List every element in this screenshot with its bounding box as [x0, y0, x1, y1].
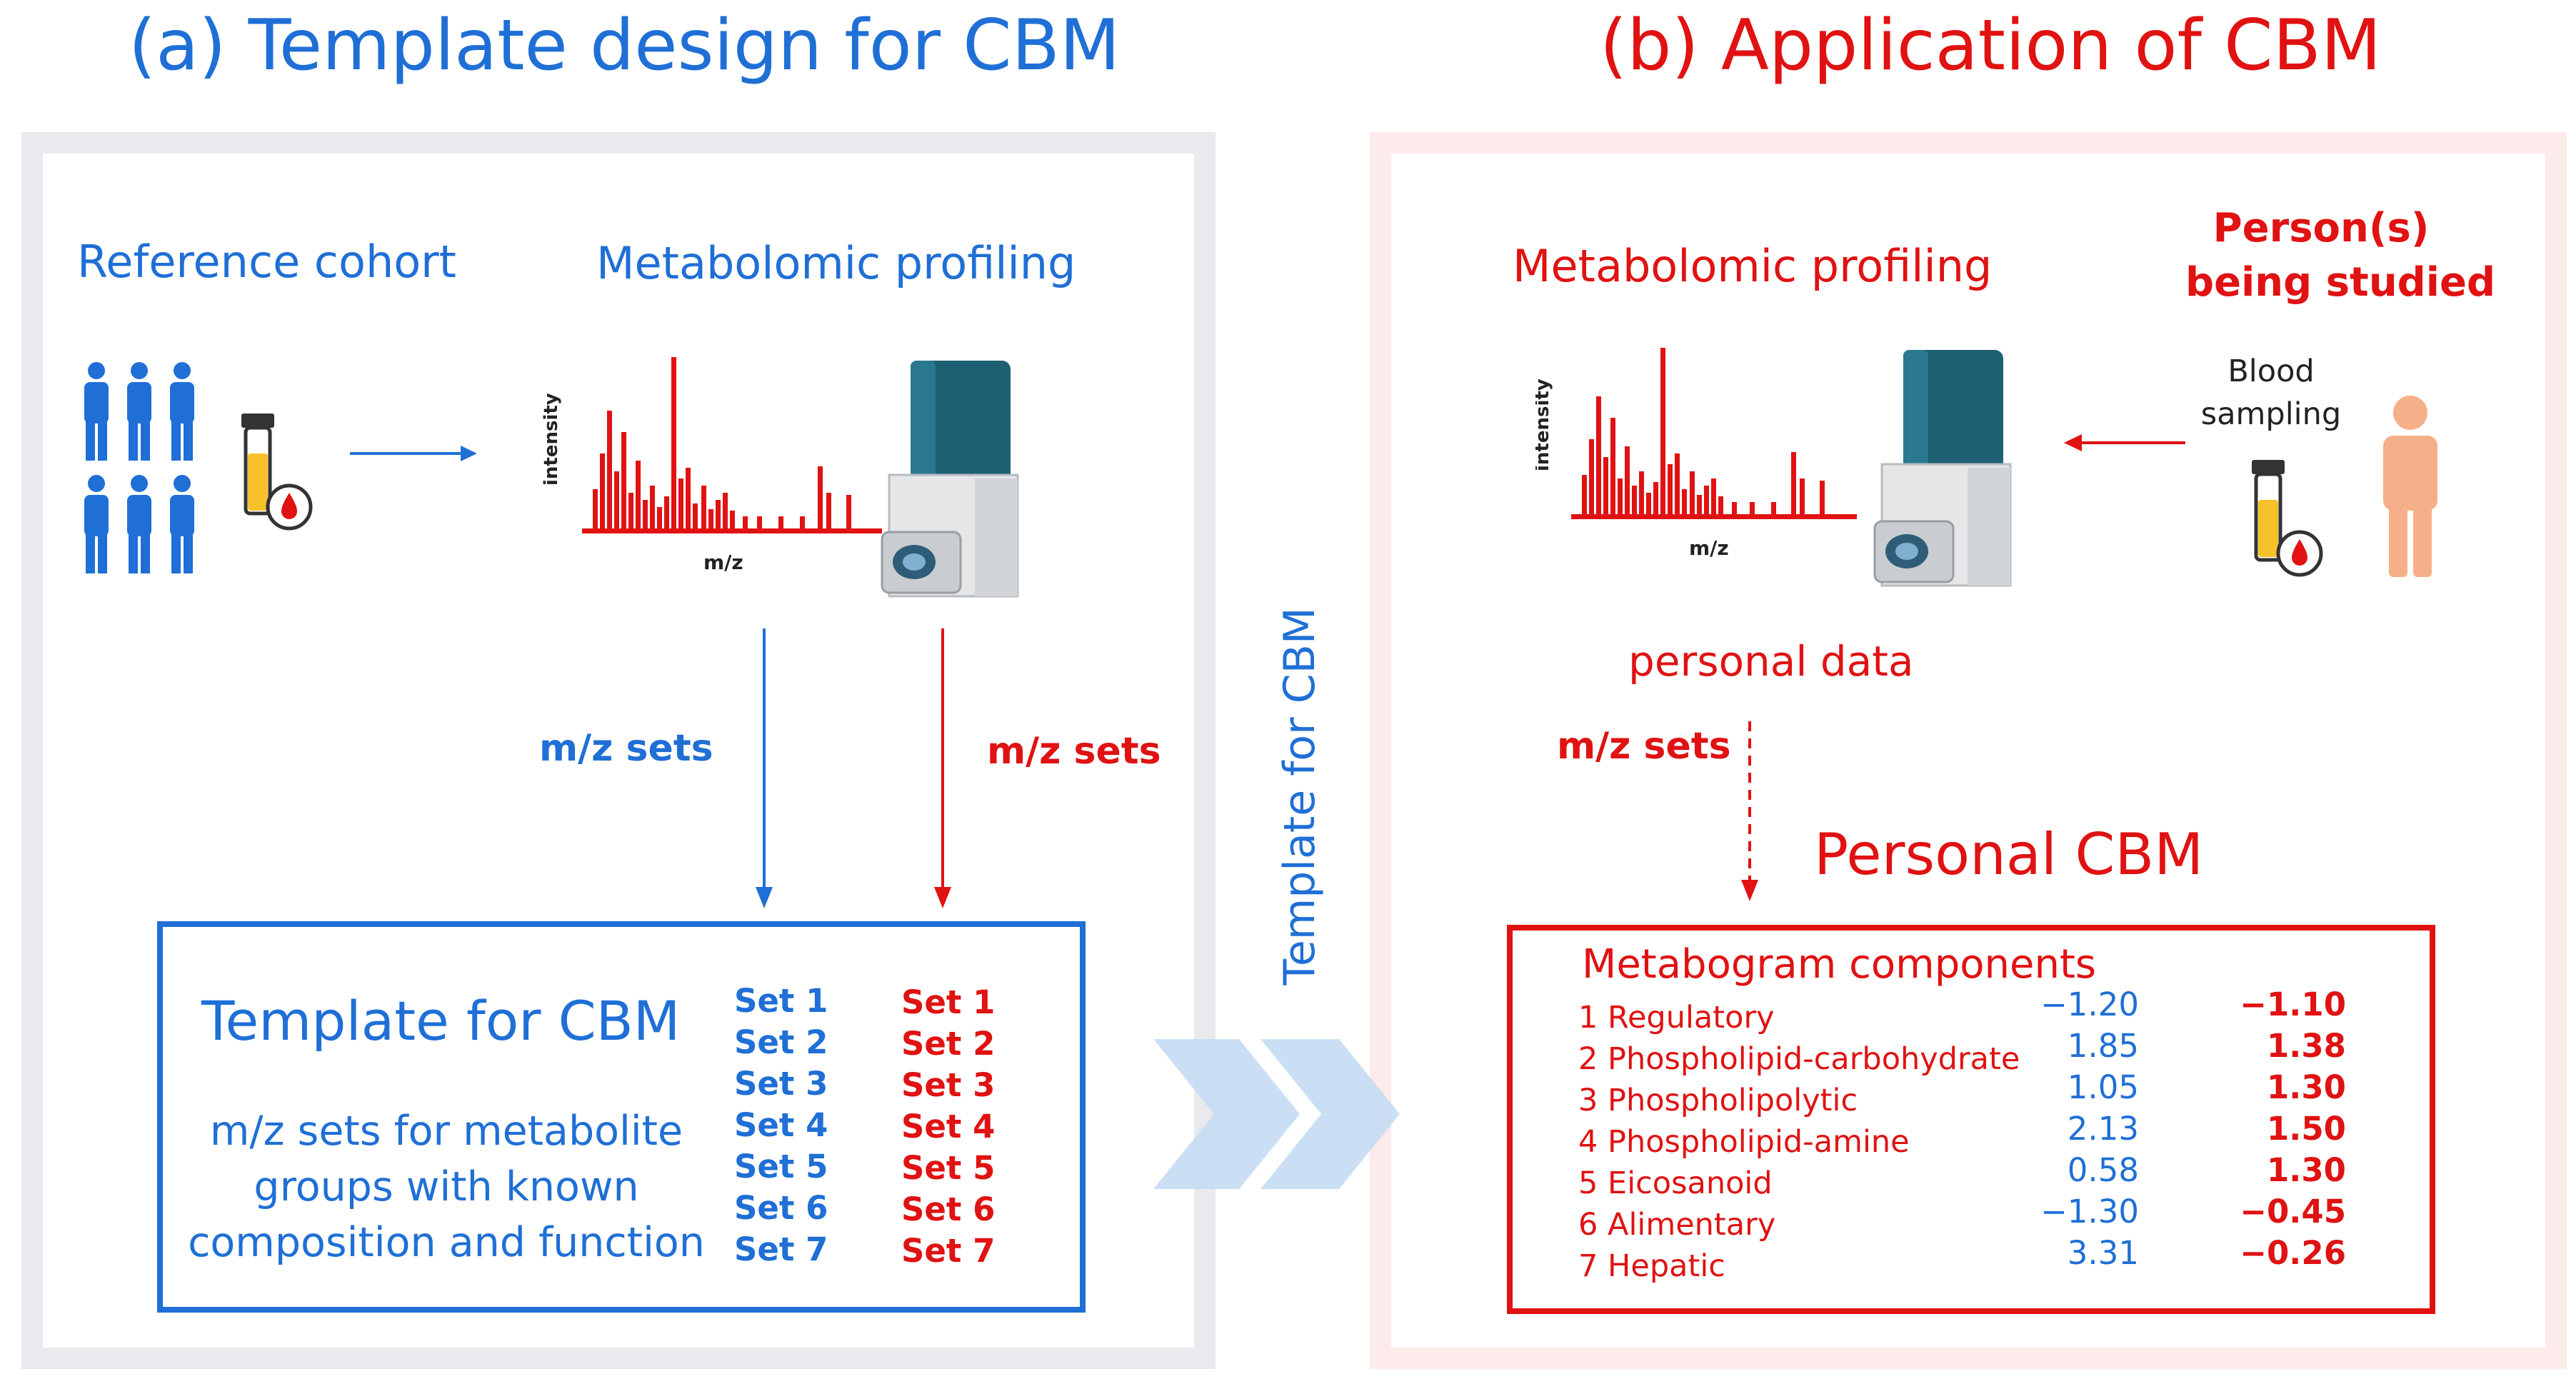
chevron-double-icon — [1153, 1039, 1400, 1189]
template-title: Template for CBM — [201, 989, 681, 1053]
blue-down-arrow — [756, 628, 773, 908]
mass-spectrum-a: intensity m/z — [543, 357, 882, 574]
reference-cohort-label: Reference cohort — [77, 236, 456, 288]
value-person-2: 1.30 — [2266, 1151, 2346, 1189]
set-item: Set 3 — [901, 1066, 996, 1104]
personal-data-label: personal data — [1628, 637, 1914, 686]
component-label: 1 Regulatory — [1578, 1000, 1775, 1036]
set-item: Set 6 — [734, 1189, 828, 1227]
value-person-2: 1.30 — [2266, 1068, 2346, 1106]
blood-tube-icon — [241, 413, 313, 531]
red-sets-list: Set 1 Set 2 Set 3 Set 4 Set 5 Set 6 Set … — [901, 982, 995, 1272]
personal-cbm-label: Personal CBM — [1814, 821, 2204, 888]
value-person-1: 1.85 — [2067, 1027, 2139, 1065]
set-item: Set 1 — [734, 982, 828, 1020]
spectrum-b-ylabel: intensity — [1535, 378, 1553, 471]
set-item: Set 1 — [901, 983, 996, 1021]
value-person-2: 1.38 — [2266, 1027, 2346, 1065]
person-icon — [2383, 396, 2437, 577]
component-label: 6 Alimentary — [1578, 1207, 1776, 1243]
value-person-2: 1.50 — [2266, 1110, 2346, 1148]
blood-line: sampling — [2200, 396, 2342, 432]
set-item: Set 4 — [734, 1106, 828, 1144]
blood-sampling-label: Blood sampling — [2185, 350, 2357, 436]
metabolomic-profiling-label: Metabolomic profiling — [596, 237, 1076, 289]
component-label: 7 Hepatic — [1578, 1248, 1725, 1284]
value-person-1: −1.20 — [2040, 986, 2139, 1023]
description-line: groups with known — [254, 1163, 639, 1210]
spectrum-a-ylabel: intensity — [543, 393, 562, 486]
component-label: 5 Eicosanoid — [1578, 1165, 1773, 1201]
metabogram-title: Metabogram components — [1582, 941, 2097, 988]
template-description: m/z sets for metabolite groups with know… — [171, 1103, 721, 1270]
set-item: Set 5 — [734, 1148, 828, 1185]
mz-sets-red-label: m/z sets — [987, 730, 1161, 773]
value-person-1: 0.58 — [2067, 1151, 2139, 1189]
red-down-arrow — [934, 628, 951, 908]
set-item: Set 3 — [734, 1065, 828, 1103]
metabolomic-profiling-b-label: Metabolomic profiling — [1513, 240, 1993, 292]
title-template-design: (a) Template design for CBM — [129, 5, 1121, 86]
dashed-down-arrow — [1741, 721, 1758, 901]
description-line: m/z sets for metabolite — [209, 1108, 683, 1155]
value-person-2: −0.26 — [2240, 1234, 2346, 1272]
metabogram-box — [1507, 925, 2435, 1314]
sampling-to-profiling-arrow — [2064, 434, 2185, 451]
set-item: Set 6 — [901, 1190, 996, 1228]
title-application: (b) Application of CBM — [1600, 5, 2382, 86]
blood-line: Blood — [2227, 353, 2315, 389]
mass-spectrum-b: intensity m/z — [1535, 348, 1857, 560]
set-item: Set 2 — [734, 1023, 828, 1061]
cohort-to-profiling-arrow — [350, 446, 477, 461]
persons-line: Person(s) — [2212, 205, 2430, 251]
set-item: Set 4 — [901, 1108, 996, 1145]
component-label: 2 Phospholipid-carbohydrate — [1578, 1041, 2020, 1077]
set-item: Set 2 — [901, 1025, 996, 1063]
set-item: Set 5 — [901, 1149, 996, 1187]
description-line: composition and function — [188, 1219, 705, 1266]
panel-template-design — [21, 132, 1216, 1369]
panel-application — [1370, 132, 2567, 1369]
value-person-1: 3.31 — [2067, 1234, 2139, 1272]
spectrum-a-xlabel: m/z — [703, 551, 743, 574]
value-person-2: −0.45 — [2240, 1193, 2346, 1230]
component-label: 3 Phospholipolytic — [1578, 1083, 1858, 1118]
template-for-cbm-vertical-label: Template for CBM — [1275, 607, 1325, 986]
blood-tube-b-icon — [2252, 460, 2323, 577]
mass-spectrometer-b-icon — [1873, 350, 2012, 587]
template-box — [157, 921, 1086, 1313]
spectrum-b-xlabel: m/z — [1689, 536, 1729, 560]
value-person-2: −1.10 — [2240, 986, 2346, 1023]
people-group-icon — [84, 362, 194, 573]
mz-sets-b-label: m/z sets — [1557, 725, 1731, 768]
persons-line: being studied — [2185, 259, 2496, 306]
persons-studied-label: Person(s) being studied — [2185, 201, 2496, 310]
value-person-1: 1.05 — [2067, 1068, 2139, 1106]
set-item: Set 7 — [901, 1232, 996, 1270]
mz-sets-blue-label: m/z sets — [539, 727, 713, 770]
component-label: 4 Phospholipid-amine — [1578, 1124, 1910, 1160]
blue-sets-list: Set 1 Set 2 Set 3 Set 4 Set 5 Set 6 Set … — [734, 981, 828, 1270]
set-item: Set 7 — [734, 1230, 828, 1268]
mass-spectrometer-icon — [881, 361, 1019, 598]
value-person-1: −1.30 — [2040, 1193, 2139, 1230]
value-person-1: 2.13 — [2067, 1110, 2139, 1148]
